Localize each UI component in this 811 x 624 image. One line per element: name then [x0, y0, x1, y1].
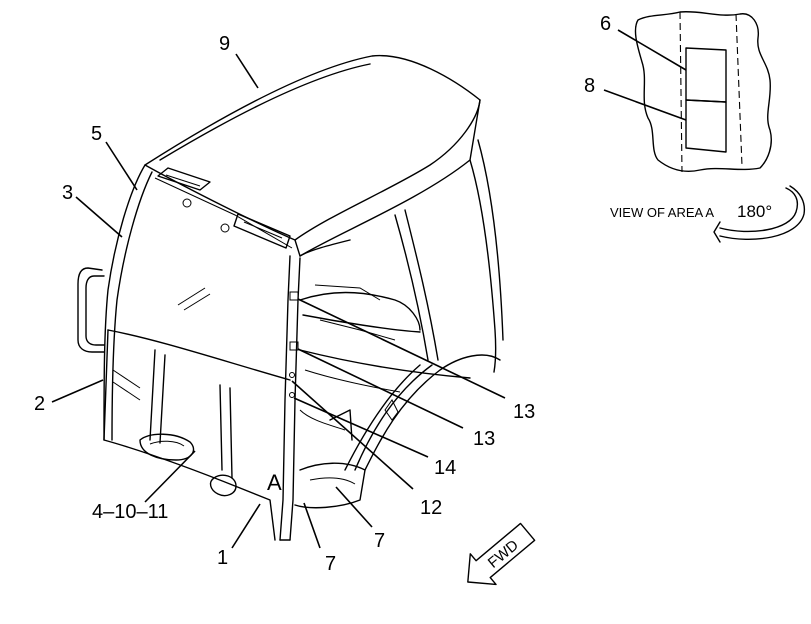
callout-13-upper: 13	[513, 401, 535, 423]
callout-14: 14	[434, 457, 456, 479]
cab-roof	[144, 54, 481, 257]
rotation-label: 180°	[737, 202, 772, 221]
callout-4-10-11: 4–10–11	[92, 501, 168, 523]
callout-1: 1	[217, 547, 228, 569]
detail-view-area-a: 6 8 VIEW OF AREA A 180°	[584, 10, 806, 243]
area-a-marker: A	[267, 470, 282, 495]
callout-3: 3	[62, 182, 73, 204]
callout-8: 8	[584, 75, 595, 97]
forward-direction-arrow: FWD	[467, 522, 536, 586]
callout-leaders	[51, 53, 506, 549]
callout-13-lower: 13	[473, 428, 495, 450]
view-of-area-a-label: VIEW OF AREA A	[610, 205, 714, 220]
callout-5: 5	[91, 123, 102, 145]
callout-7-lower: 7	[325, 553, 336, 575]
callout-12: 12	[420, 497, 442, 519]
callout-7-right: 7	[374, 530, 385, 552]
callout-9: 9	[219, 33, 230, 55]
callout-2: 2	[34, 393, 45, 415]
callout-6: 6	[600, 13, 611, 35]
cab-right-side	[294, 139, 504, 509]
cab-center-pillar	[279, 255, 301, 541]
callout-labels: 9 5 3 2 4–10–11 1 7 7 12 14 13 13 A	[34, 33, 535, 575]
cab-left-side	[77, 164, 291, 541]
